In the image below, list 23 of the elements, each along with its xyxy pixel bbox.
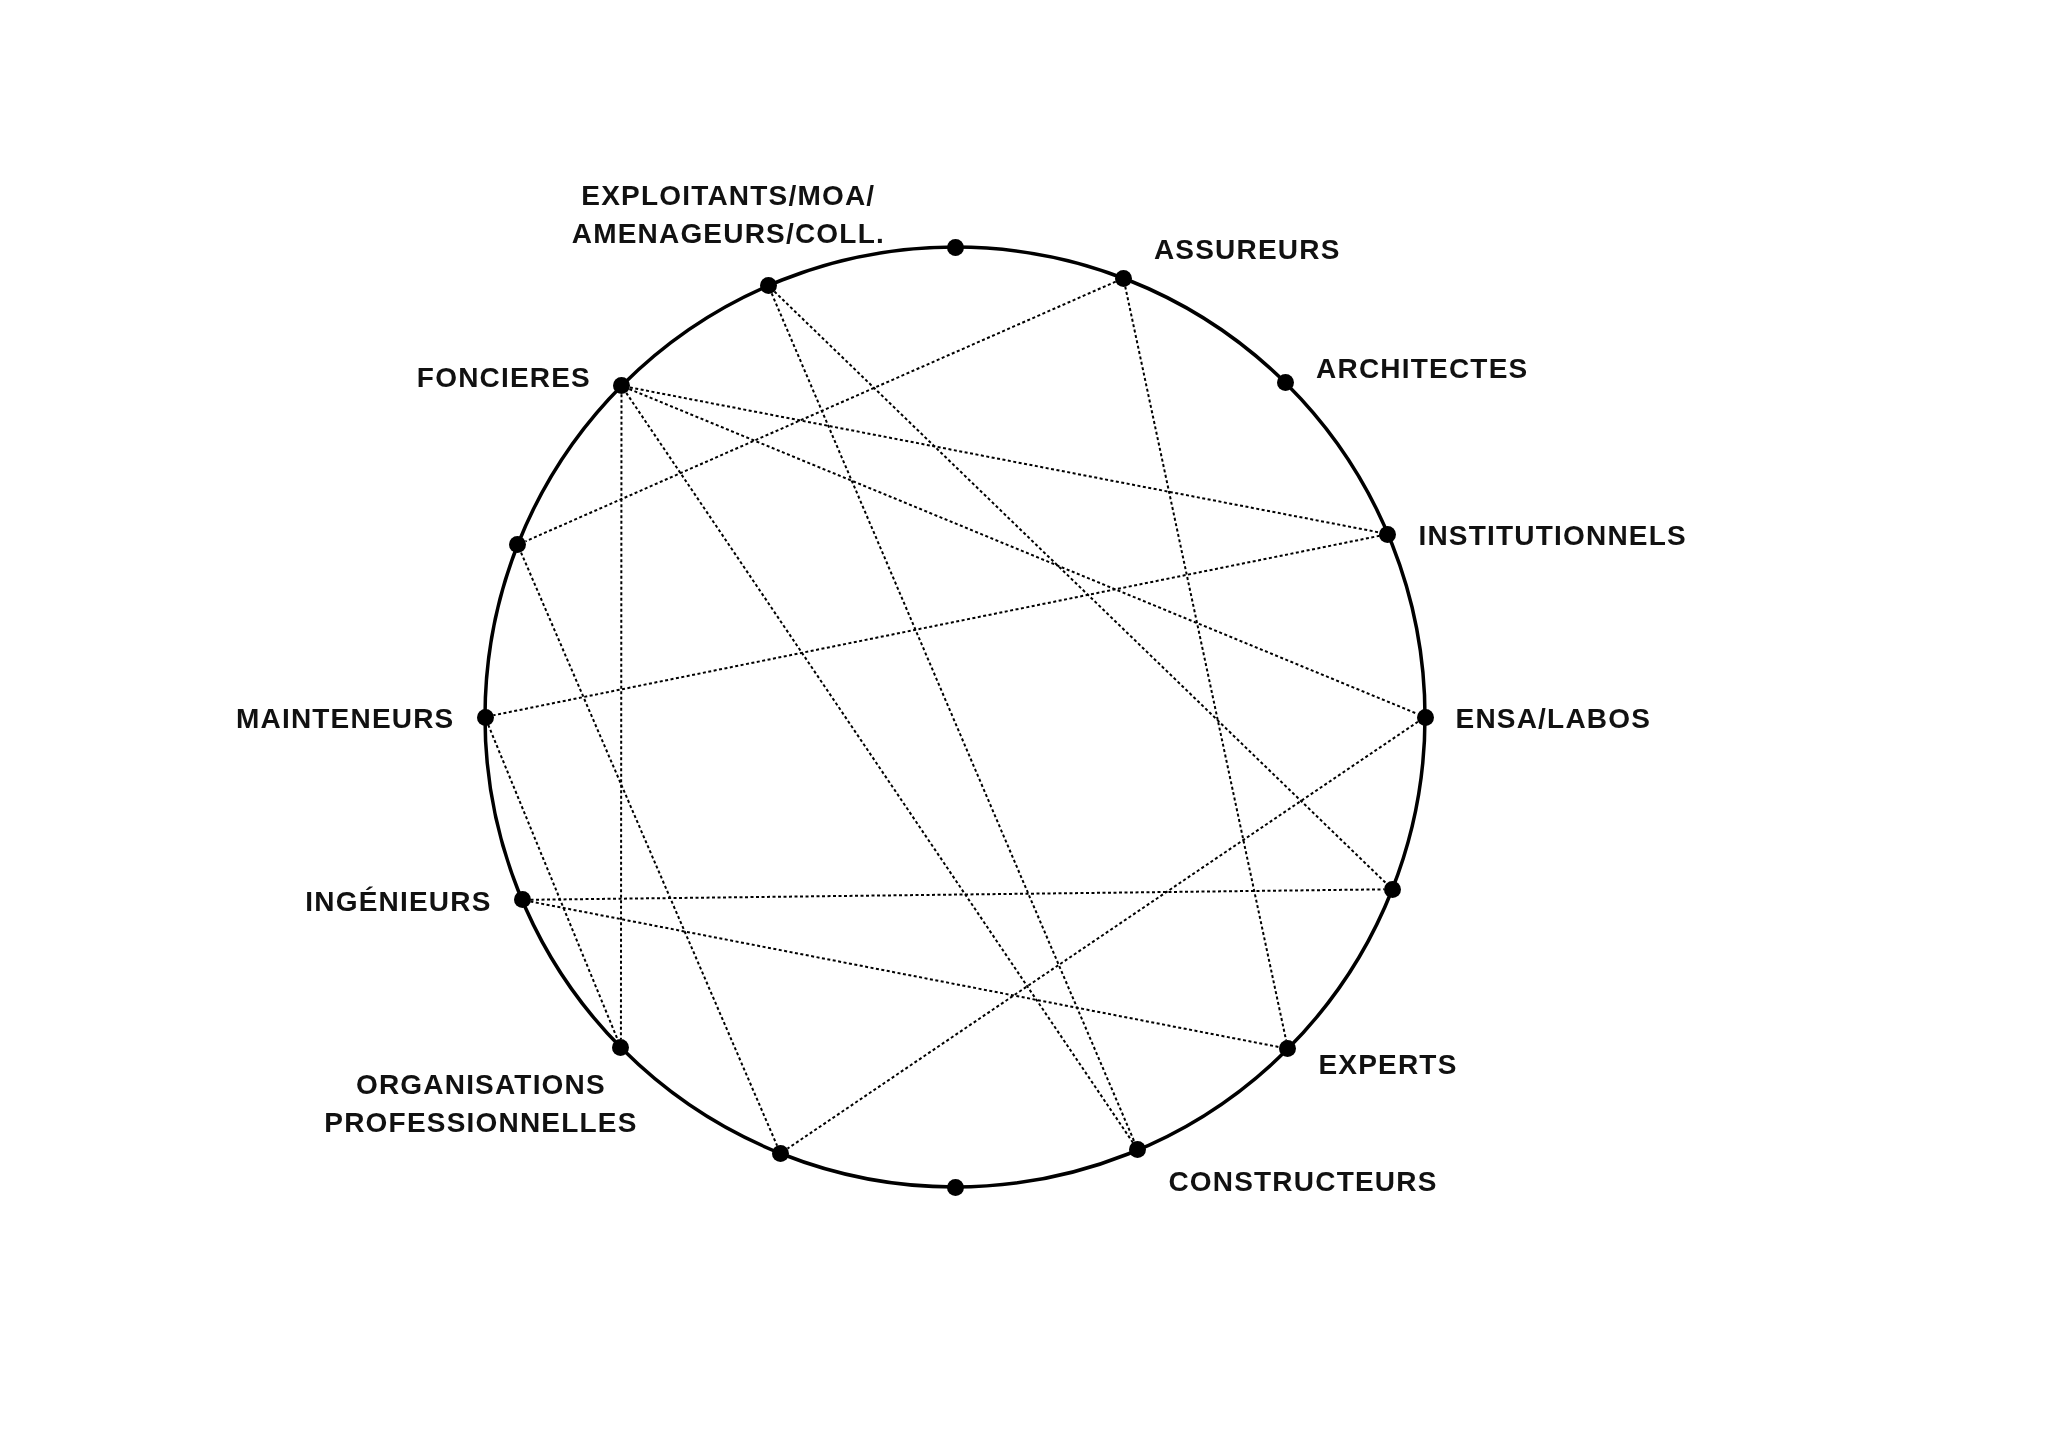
dotted-line: [1124, 285, 1288, 1042]
dotted-line: [520, 551, 779, 1147]
dotted-line: [625, 391, 1135, 1144]
dotted-line: [786, 720, 1419, 1150]
dotted-line: [492, 534, 1381, 717]
node-label: INGÉNIEURS: [305, 884, 492, 919]
node-label: EXPERTS: [1318, 1047, 1458, 1082]
node-label: EXPLOITANTS/MOA/ AMENAGEURS/COLL.: [570, 179, 886, 252]
node-label: INSTITUTIONNELS: [1418, 519, 1687, 554]
dotted-line: [773, 290, 1388, 885]
node-label: ENSA/LABOS: [1455, 702, 1652, 736]
dotted-line: [524, 280, 1117, 543]
node-label: ASSUREURS: [1153, 233, 1341, 268]
node-label: MAINTENEURS: [235, 702, 455, 736]
dotted-line: [770, 292, 1136, 1144]
node-label: CONSTRUCTEURS: [1168, 1164, 1438, 1199]
dotted-line: [619, 393, 623, 1041]
dotted-line: [529, 900, 1281, 1049]
node-label: ORGANISATIONS PROFESSIONNELLES: [323, 1068, 639, 1141]
node-label: ARCHITECTES: [1316, 351, 1529, 386]
dotted-line: [628, 386, 1381, 534]
dotted-line: [487, 723, 619, 1041]
node-label: FONCIERES: [416, 360, 591, 395]
